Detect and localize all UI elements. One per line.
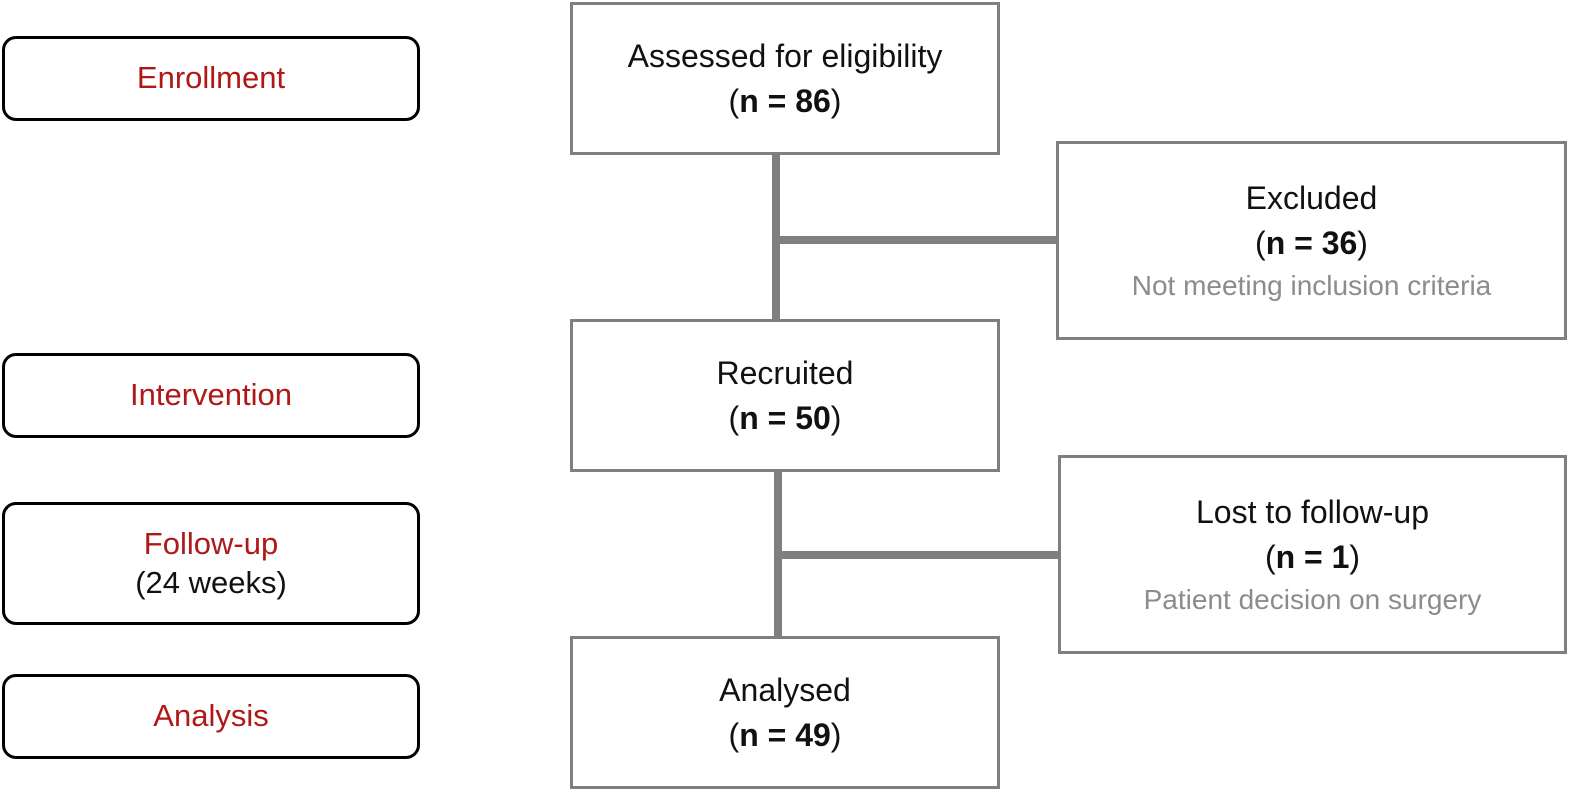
stage-followup-duration: (24 weeks) [135, 564, 287, 600]
stage-followup-label: Follow-up [143, 525, 279, 561]
box-excluded-count: (n = 36) [1255, 224, 1368, 261]
box-assessed: Assessed for eligibility (n = 86) [570, 2, 1000, 155]
stage-intervention: Intervention [2, 353, 420, 438]
box-excluded: Excluded (n = 36) Not meeting inclusion … [1056, 141, 1567, 340]
box-analysed: Analysed (n = 49) [570, 636, 1000, 789]
stage-analysis: Analysis [2, 674, 420, 759]
stage-followup: Follow-up (24 weeks) [2, 502, 420, 625]
connector-to-lost [778, 551, 1060, 559]
box-assessed-count: (n = 86) [728, 82, 842, 119]
box-recruited: Recruited (n = 50) [570, 319, 1000, 472]
box-lost-to-followup: Lost to follow-up (n = 1) Patient decisi… [1058, 455, 1567, 654]
box-lost-title: Lost to follow-up [1195, 494, 1429, 531]
stage-enrollment-label: Enrollment [136, 60, 286, 96]
box-recruited-title: Recruited [716, 354, 854, 391]
box-analysed-title: Analysed [719, 671, 851, 708]
box-analysed-count: (n = 49) [728, 716, 842, 753]
stage-analysis-label: Analysis [153, 698, 269, 734]
stage-intervention-label: Intervention [130, 377, 292, 413]
box-recruited-count: (n = 50) [728, 399, 842, 436]
box-assessed-title: Assessed for eligibility [627, 37, 943, 74]
connector-to-excluded [776, 236, 1058, 244]
box-excluded-title: Excluded [1245, 180, 1378, 217]
box-excluded-reason: Not meeting inclusion criteria [1131, 269, 1492, 301]
box-lost-reason: Patient decision on surgery [1143, 583, 1482, 615]
box-lost-count: (n = 1) [1264, 538, 1361, 575]
stage-enrollment: Enrollment [2, 36, 420, 121]
